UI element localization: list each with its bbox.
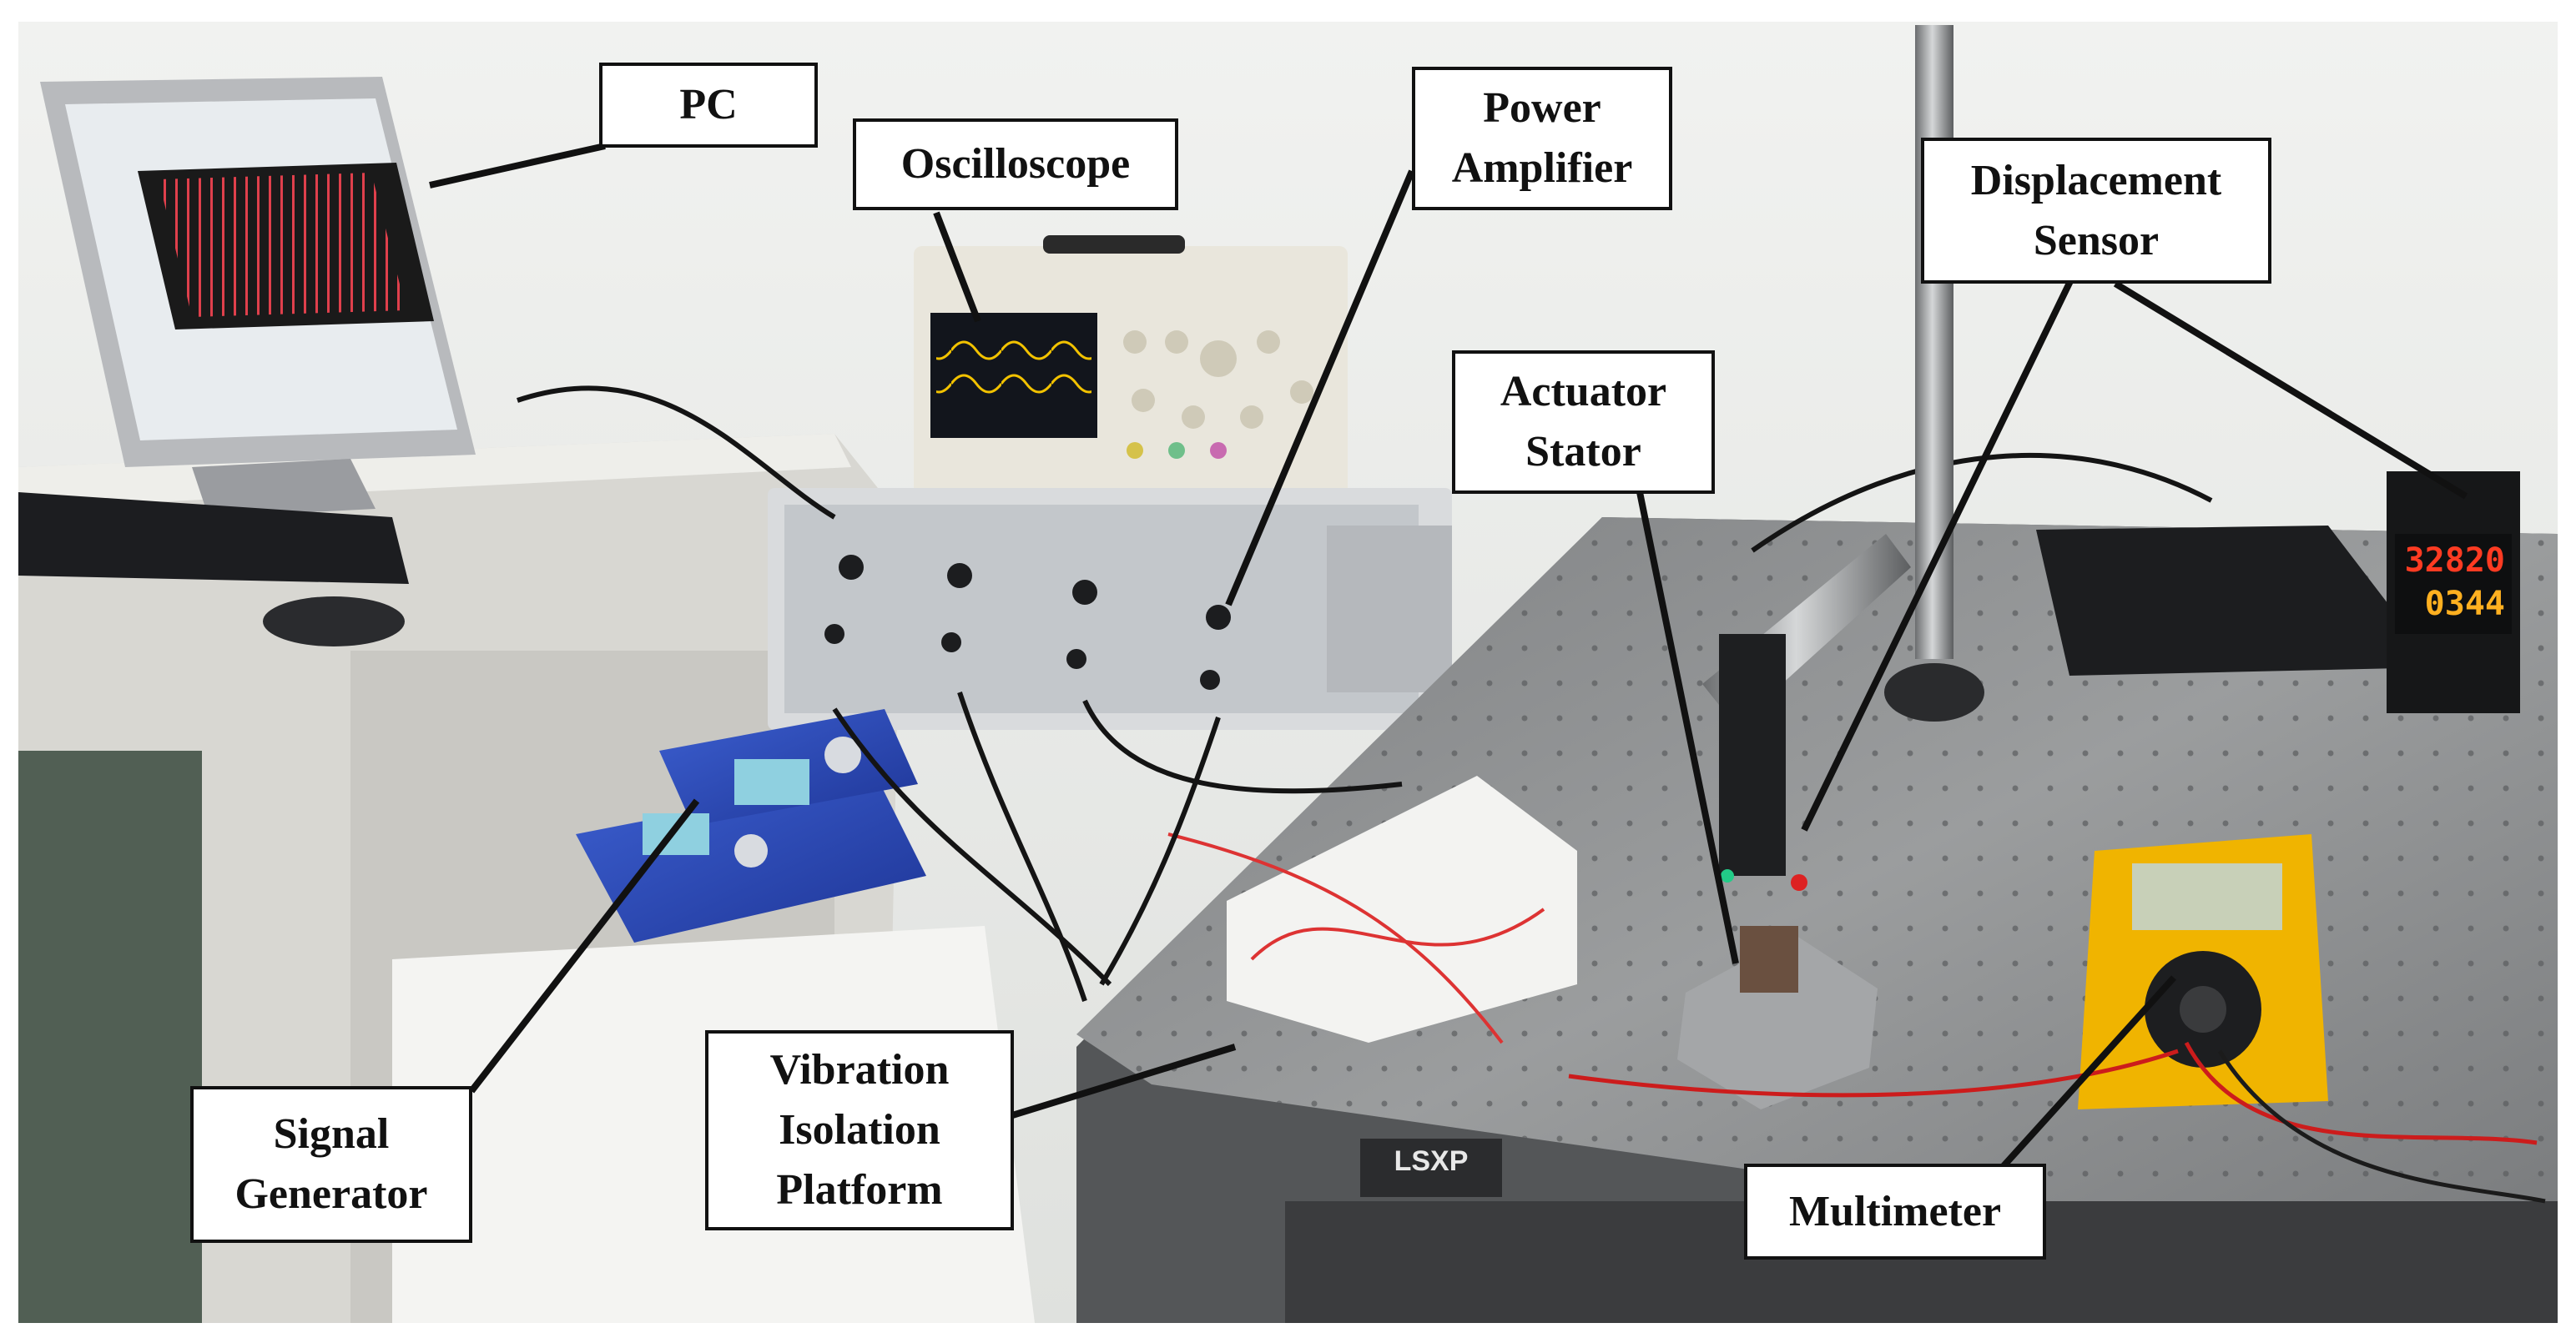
power-amplifier-label: Power Amplifier [1412, 67, 1672, 210]
pc-label-line-1: PC [679, 81, 738, 128]
multimeter-device [2078, 834, 2328, 1109]
foam-block [1227, 776, 1577, 1043]
mouse [263, 596, 405, 646]
displacement-sensor-device [1702, 25, 2520, 891]
vibration-isolation-platform-label-line-3: Platform [776, 1166, 943, 1214]
power-amplifier-label-line-1: Power [1483, 84, 1601, 132]
leader-lines [429, 143, 2468, 1214]
actuator-stator-device [1677, 926, 1878, 1109]
actuator-stator-label: Actuator Stator [1452, 350, 1715, 494]
pc-monitor [40, 77, 476, 517]
oscilloscope-label: Oscilloscope [853, 118, 1178, 210]
actuator-stator-label-line-2: Stator [1525, 428, 1641, 475]
signal-generator-label-line-2: Generator [234, 1170, 428, 1218]
signal-generator-label-line-1: Signal [273, 1110, 390, 1158]
multimeter-label: Multimeter [1744, 1164, 2046, 1260]
actuator-stator-label-line-1: Actuator [1500, 368, 1667, 415]
oscilloscope-device [914, 235, 1348, 521]
vibration-isolation-platform-label-line-2: Isolation [779, 1106, 940, 1154]
displacement-sensor-label: Displacement Sensor [1921, 138, 2271, 284]
platform-brand-plate: LSXP [1394, 1145, 1469, 1177]
pc-label: PC [599, 63, 818, 148]
vibration-isolation-platform-label: Vibration Isolation Platform [705, 1030, 1014, 1230]
vibration-isolation-platform-label-line-1: Vibration [769, 1046, 950, 1094]
displacement-sensor-label-line-1: Displacement [1970, 156, 2222, 204]
multimeter-label-line-1: Multimeter [1788, 1187, 2002, 1235]
oscilloscope-label-line-1: Oscilloscope [900, 140, 1131, 188]
displacement-sensor-label-line-2: Sensor [2033, 216, 2160, 264]
power-amplifier-device [768, 488, 1452, 730]
meter-readout-bottom: 0344 [2424, 585, 2505, 623]
signal-generator-label: Signal Generator [190, 1086, 472, 1243]
meter-readout-top: 32820 [2404, 541, 2505, 580]
keyboard [18, 492, 409, 584]
power-amplifier-label-line-2: Amplifier [1451, 144, 1633, 192]
